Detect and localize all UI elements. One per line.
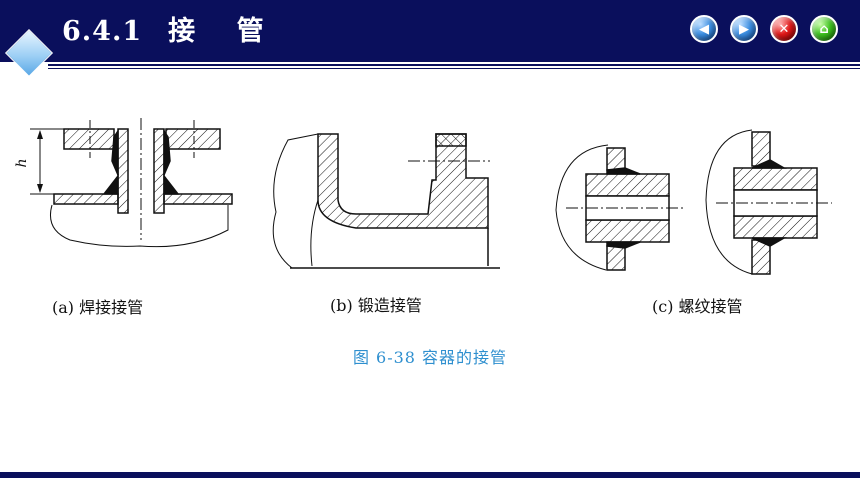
threaded-nozzle-drawing: [555, 129, 832, 275]
section-title: 接 管: [168, 16, 280, 47]
dimension-h-label: h: [14, 158, 30, 167]
panel-c-label: (c) 螺纹接管: [652, 297, 743, 316]
nav-buttons: ◀ ▶ ✕ ⌂: [690, 15, 838, 43]
figure-caption: 图 6-38 容器的接管: [352, 348, 508, 367]
panel-b-label: (b) 锻造接管: [330, 296, 422, 315]
back-arrow-icon[interactable]: ◀: [690, 15, 718, 43]
page-title: 6.4.1 接 管: [62, 10, 280, 54]
close-x-icon[interactable]: ✕: [770, 15, 798, 43]
forged-nozzle-drawing: [272, 133, 500, 269]
panel-a-label: (a) 焊接接管: [52, 298, 144, 317]
welded-nozzle-drawing: [30, 118, 233, 248]
forward-arrow-icon[interactable]: ▶: [730, 15, 758, 43]
title-underline: [48, 64, 860, 66]
section-number: 6.4.1: [62, 16, 143, 47]
title-underline-thin: [48, 68, 860, 69]
footer-bar: [0, 472, 860, 478]
home-icon[interactable]: ⌂: [810, 15, 838, 43]
